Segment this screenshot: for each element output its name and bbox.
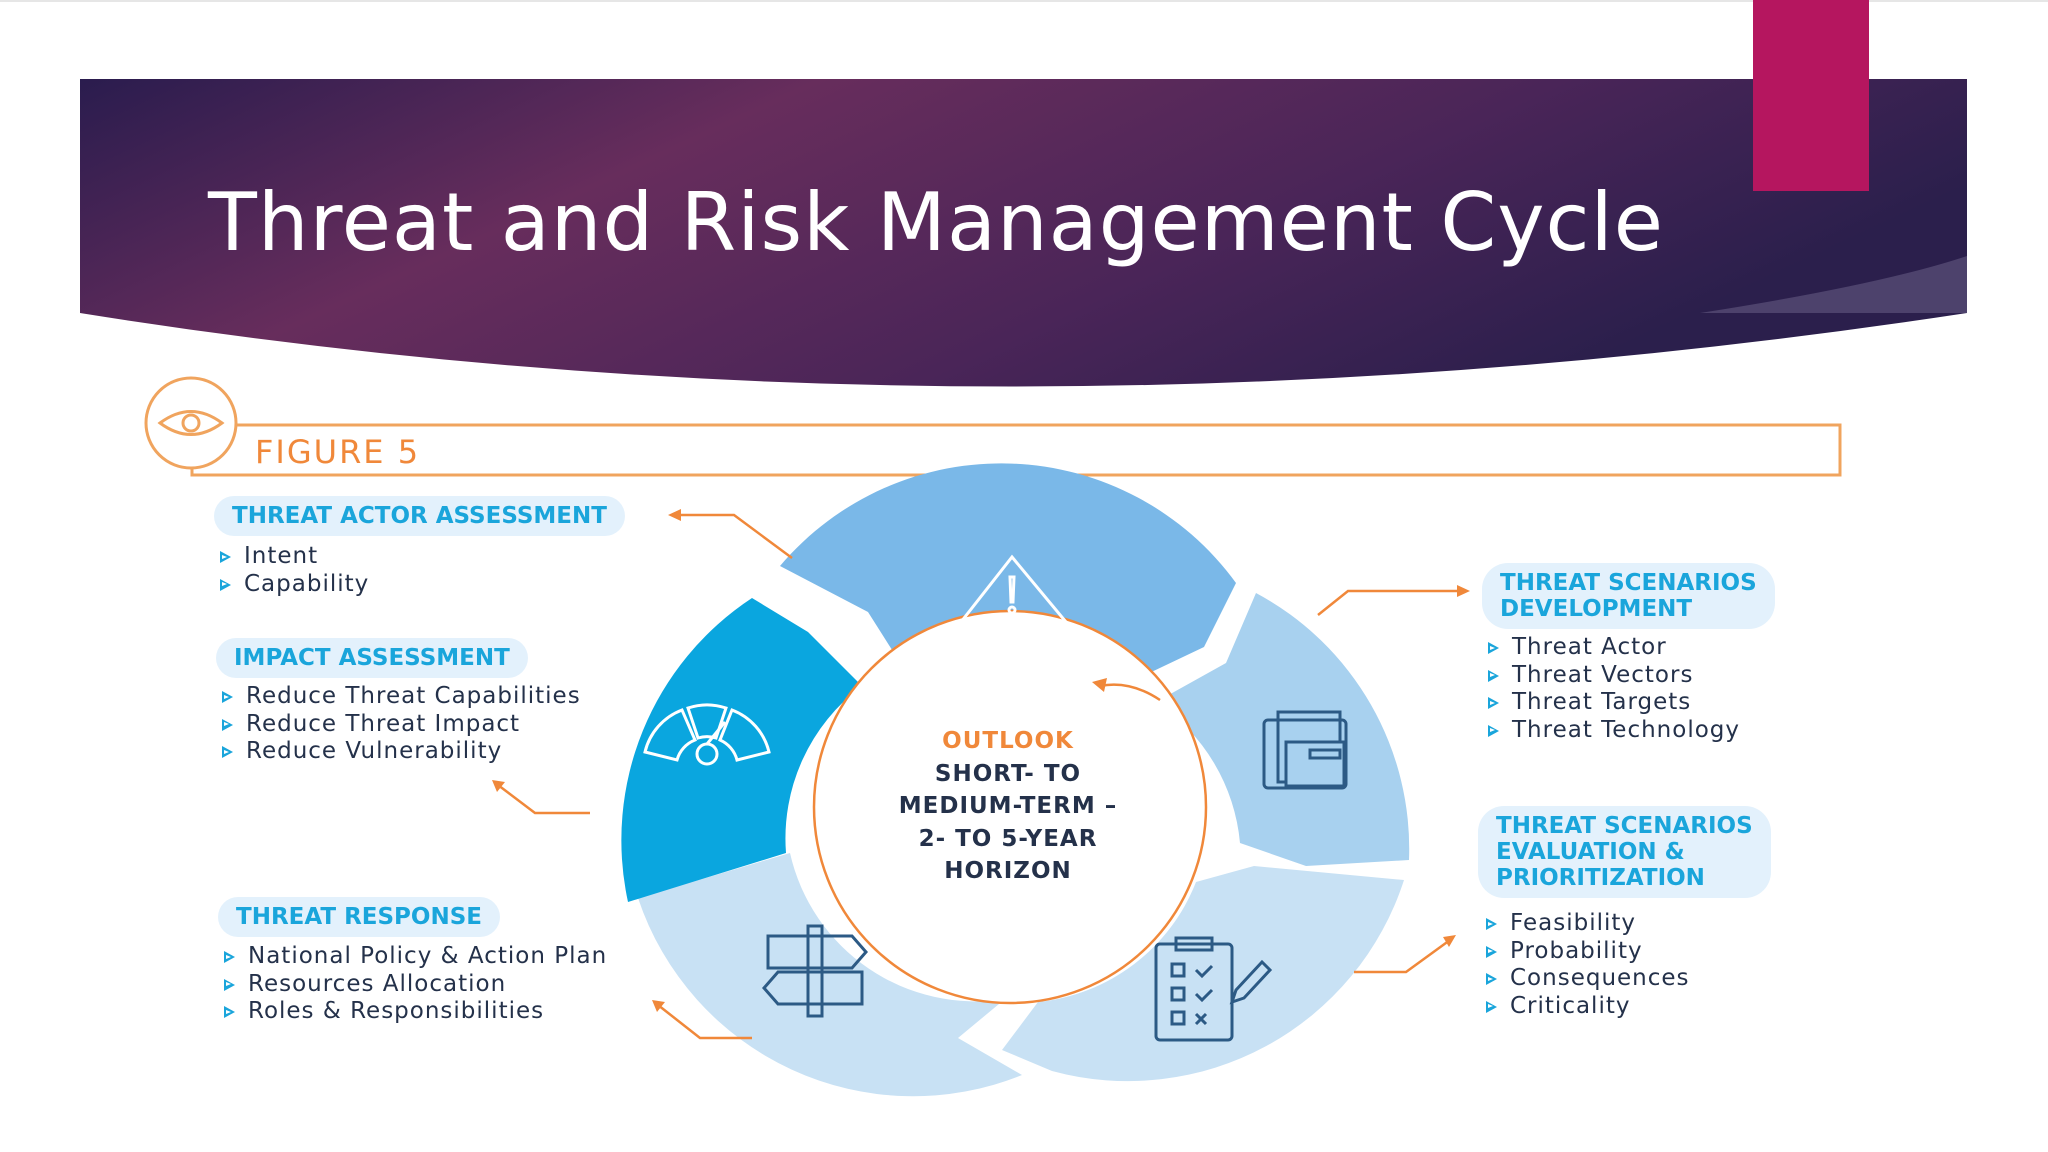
list-item: Reduce Threat Impact (220, 711, 581, 739)
folders-icon (1262, 710, 1348, 790)
list-item: Threat Actor (1486, 634, 1740, 662)
signpost-icon (762, 924, 868, 1018)
stage-list-threat-scenarios-development: Threat Actor Threat Vectors Threat Targe… (1486, 634, 1740, 744)
list-item: Probability (1484, 938, 1690, 966)
list-item: Feasibility (1484, 910, 1690, 938)
center-line: MEDIUM-TERM – (898, 793, 1118, 819)
list-item: Threat Vectors (1486, 662, 1740, 690)
warning-triangle-icon (957, 554, 1070, 624)
stage-title-line: DEVELOPMENT (1500, 596, 1693, 622)
list-item: Consequences (1484, 965, 1690, 993)
stage-list-threat-scenarios-evaluation: Feasibility Probability Consequences Cri… (1484, 910, 1690, 1020)
stage-list-impact-assessment: Reduce Threat Capabilities Reduce Threat… (220, 683, 581, 766)
list-item: National Policy & Action Plan (222, 943, 607, 971)
stage-title-impact-assessment: IMPACT ASSESSMENT (216, 638, 528, 678)
stage-title-line: PRIORITIZATION (1496, 865, 1705, 891)
arrow-heads (492, 509, 1470, 1012)
ring-segment-bottom-left (638, 853, 1022, 1097)
list-item: Threat Targets (1486, 689, 1740, 717)
list-item: Roles & Responsibilities (222, 998, 607, 1026)
list-item: Reduce Vulnerability (220, 738, 581, 766)
stage-title-threat-actor-assessment: THREAT ACTOR ASSESSMENT (214, 496, 625, 536)
list-item: Intent (218, 543, 369, 571)
figure-label: FIGURE 5 (255, 433, 421, 471)
eye-icon (144, 376, 238, 470)
stage-title-threat-scenarios-evaluation: THREAT SCENARIOS EVALUATION & PRIORITIZA… (1478, 806, 1771, 898)
list-item: Criticality (1484, 993, 1690, 1021)
title-banner (0, 0, 2048, 387)
stage-title-line: THREAT SCENARIOS (1496, 813, 1753, 839)
list-item: Reduce Threat Capabilities (220, 683, 581, 711)
stage-title-threat-scenarios-development: THREAT SCENARIOS DEVELOPMENT (1482, 563, 1775, 629)
center-line: 2- TO 5-YEAR (918, 825, 1098, 852)
accent-tab (1753, 0, 1869, 191)
center-line: SHORT- TO (934, 760, 1082, 787)
list-item: Capability (218, 571, 369, 599)
stage-list-threat-actor-assessment: Intent Capability (218, 543, 369, 598)
stage-title-line: THREAT SCENARIOS (1500, 570, 1757, 596)
center-arrow (1099, 683, 1161, 702)
connector-arrows (497, 513, 1462, 1040)
center-heading: OUTLOOK (942, 728, 1074, 754)
stage-title-line: EVALUATION & (1496, 839, 1685, 865)
center-text: OUTLOOK SHORT- TO MEDIUM-TERM – 2- TO 5-… (858, 725, 1158, 888)
ring-segment-left-active (621, 598, 862, 902)
stage-list-threat-response: National Policy & Action Plan Resources … (222, 943, 607, 1026)
list-item: Threat Technology (1486, 717, 1740, 745)
list-item: Resources Allocation (222, 971, 607, 999)
checklist-icon (1154, 936, 1273, 1042)
ring-segment-top (780, 463, 1236, 687)
slide-title: Threat and Risk Management Cycle (208, 176, 1664, 269)
ring-segment-right-upper (1156, 593, 1410, 866)
center-line: HORIZON (944, 858, 1072, 884)
gauge-icon (643, 703, 771, 766)
stage-title-threat-response: THREAT RESPONSE (218, 897, 500, 937)
